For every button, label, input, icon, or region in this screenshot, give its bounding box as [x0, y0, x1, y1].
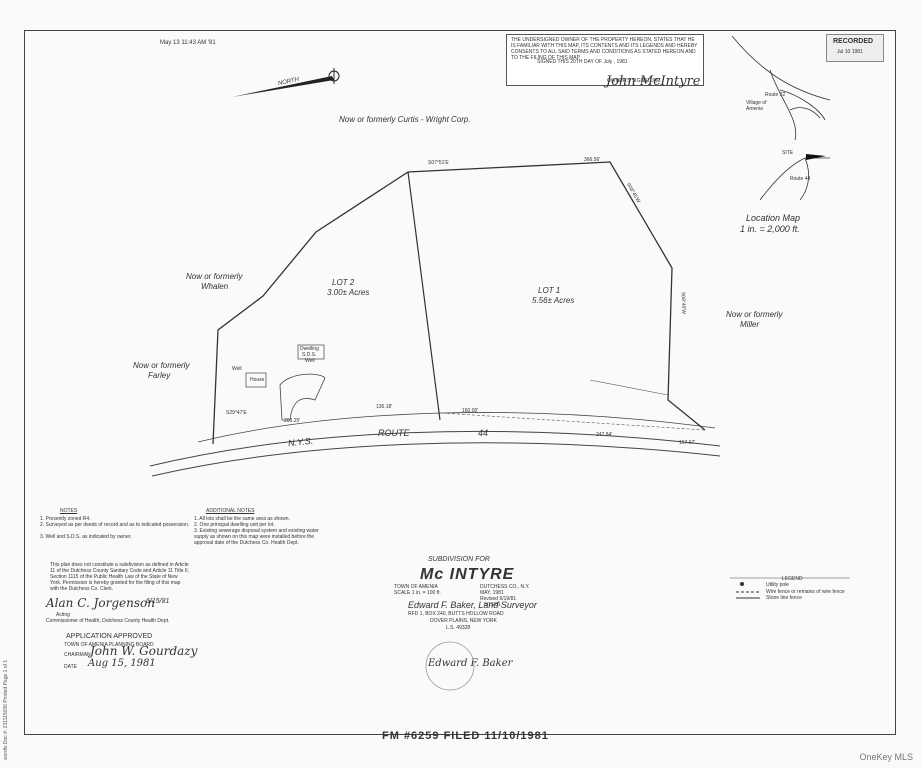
- planning-date: Aug 15, 1981: [88, 658, 156, 669]
- commissioner-date: 6/15/81: [146, 598, 170, 605]
- road-label-number: 44: [478, 428, 489, 438]
- location-route-22: Route 22: [765, 92, 786, 98]
- lot-division-line: [407, 171, 441, 421]
- location-map-scale: 1 in. = 2,000 ft.: [740, 224, 800, 234]
- location-route-44: Route 44: [790, 176, 811, 182]
- title-address-2: DOVER PLAINS, NEW YORK: [430, 618, 497, 624]
- title-revised: Revised 6/19/81: [480, 596, 517, 602]
- north-arrow-icon: [232, 76, 334, 97]
- site-marker-icon: [806, 154, 826, 160]
- bearing-right-2: S08°40'W: [679, 291, 687, 315]
- health-approval-text: This plan does not constitute a subdivis…: [50, 562, 190, 592]
- side-print-label: wordlv Doc #: 231115036 Printed Page 1 o…: [3, 659, 9, 760]
- recorded-stamp-title: RECORDED: [833, 38, 874, 45]
- road-edge-south: [151, 442, 721, 477]
- adjoiner-whalen-1: Now or formerly: [186, 272, 243, 281]
- adjoiner-miller-2: Miller: [740, 320, 760, 329]
- title-county: DUTCHESS CO., N.Y.: [480, 584, 530, 590]
- road-line: [197, 412, 716, 443]
- owner-certificate-text: THE UNDERSIGNED OWNER OF THE PROPERTY HE…: [511, 37, 698, 61]
- note-3: 3. Well and S.D.S. as indicated by owner…: [40, 534, 132, 540]
- commissioner-caption: Commissioner of Health, Dutchess County …: [46, 618, 170, 624]
- title-surveyor: Edward F. Baker, Land Surveyor: [408, 600, 537, 610]
- road-edge-north: [149, 430, 721, 467]
- driveway: [279, 373, 326, 421]
- dwelling-outline: [297, 344, 325, 360]
- house-outline: [245, 372, 267, 388]
- recorded-stamp-date: Jul 10 1981: [837, 49, 863, 55]
- title-address-1: RFD 1, BOX 240, BUTTS HOLLOW ROAD: [408, 611, 504, 617]
- onekey-watermark: OneKey MLS: [859, 752, 913, 762]
- planning-date-label: DATE: [64, 664, 77, 670]
- utility-pole-icon: [740, 582, 744, 586]
- dwelling-label: Dwelling: [300, 346, 319, 352]
- location-map-title: Location Map: [746, 213, 801, 223]
- lot-1-area: 5.56± Acres: [532, 296, 575, 305]
- lot-2-label: LOT 2: [332, 278, 355, 287]
- legend-utility-pole: Utility pole: [766, 582, 790, 588]
- lot-1-label: LOT 1: [538, 286, 561, 295]
- title-date: MAY, 1981: [480, 590, 504, 596]
- house-label: House: [250, 377, 265, 383]
- legend-stone-fence: Stone line fence: [766, 595, 802, 601]
- location-map-roads: [731, 35, 831, 201]
- filed-label: FM #6259 FILED 11/10/1981: [382, 730, 549, 742]
- legend-wire-fence: Wire fence or remains of wire fence: [766, 589, 845, 595]
- bearing-top-distance: 366.56': [584, 157, 601, 163]
- title-subtitle: SUBDIVISION FOR: [428, 556, 490, 563]
- planning-approved: APPLICATION APPROVED: [66, 633, 153, 640]
- title-license: L.S. 49328: [446, 625, 471, 631]
- location-site: SITE: [782, 150, 794, 156]
- note-1: 1. Presently zoned R4.: [40, 516, 91, 522]
- owner-signature: John McIntyre: [606, 74, 701, 89]
- adjoiner-farley-2: Farley: [148, 371, 171, 380]
- location-village: Village of Amenia: [746, 100, 767, 112]
- adjoiner-miller-1: Now or formerly: [726, 310, 783, 319]
- road-distance-right-2: 167.67': [679, 440, 696, 446]
- owner-signature-caption: OWNER'S SIGNATURE: [607, 78, 661, 84]
- road-distance-lot1: 160.00': [462, 408, 479, 414]
- road-distance-lot2: 136.18': [376, 404, 393, 410]
- planning-chairman-label: CHAIRMAN: [64, 652, 91, 658]
- map-frame: [24, 30, 896, 735]
- sds-label: S.D.S.: [302, 352, 317, 358]
- road-distance-right: 247.84': [596, 432, 613, 438]
- filing-stamp: May 13 11:43 AM '81: [160, 40, 216, 46]
- existing-well-label: Well: [232, 366, 242, 372]
- notes-heading: NOTES: [60, 508, 78, 514]
- note-2: 2. Surveyed as per deeds of record and a…: [40, 522, 190, 528]
- adjoiner-whalen-2: Whalen: [201, 282, 229, 291]
- recorded-stamp: RECORDED Jul 10 1981: [826, 34, 884, 62]
- planning-board: TOWN OF AMENIA PLANNING BOARD: [64, 642, 154, 648]
- additional-note-1: 1. All lots shall be the same area as sh…: [194, 516, 290, 522]
- title-scale: SCALE 1 in. = 100 ft.: [394, 590, 441, 596]
- road-distance-left: 203.25': [284, 418, 301, 424]
- title-name: Mc INTYRE: [420, 566, 515, 583]
- surveyor-signature: Edward F. Baker: [428, 658, 513, 669]
- owner-certificate: THE UNDERSIGNED OWNER OF THE PROPERTY HE…: [506, 34, 704, 86]
- additional-note-2: 2. One principal dwelling unit per lot.: [194, 522, 275, 528]
- bearing-top-1: S07°51'E: [428, 160, 449, 166]
- lot-boundary: [212, 161, 706, 445]
- lot-2-area: 3.00± Acres: [327, 288, 370, 297]
- legend-heading: LEGEND: [782, 576, 803, 582]
- bearing-left-mid: S29°47'E: [226, 410, 247, 416]
- adjoiner-farley-1: Now or formerly: [133, 361, 190, 370]
- title-town: TOWN OF AMENIA: [394, 584, 438, 590]
- additional-notes-heading: ADDITIONAL NOTES: [206, 508, 255, 514]
- commissioner-acting: Acting: [56, 612, 70, 618]
- owner-signed-line: SIGNED THIS 20TH DAY OF July , 1981: [537, 59, 628, 65]
- commissioner-signature: Alan C. Jorgenson: [46, 596, 155, 610]
- well-label: Well: [305, 358, 315, 364]
- chairman-signature: John W. Gourdazy: [90, 644, 198, 658]
- title-revised-2: 6/15/81: [484, 602, 501, 608]
- adjoiner-curtis-wright: Now or formerly Curtis - Wright Corp.: [339, 115, 471, 124]
- additional-note-3: 3. Existing sewerage disposal system and…: [194, 528, 319, 546]
- road-label-route: ROUTE: [378, 428, 410, 438]
